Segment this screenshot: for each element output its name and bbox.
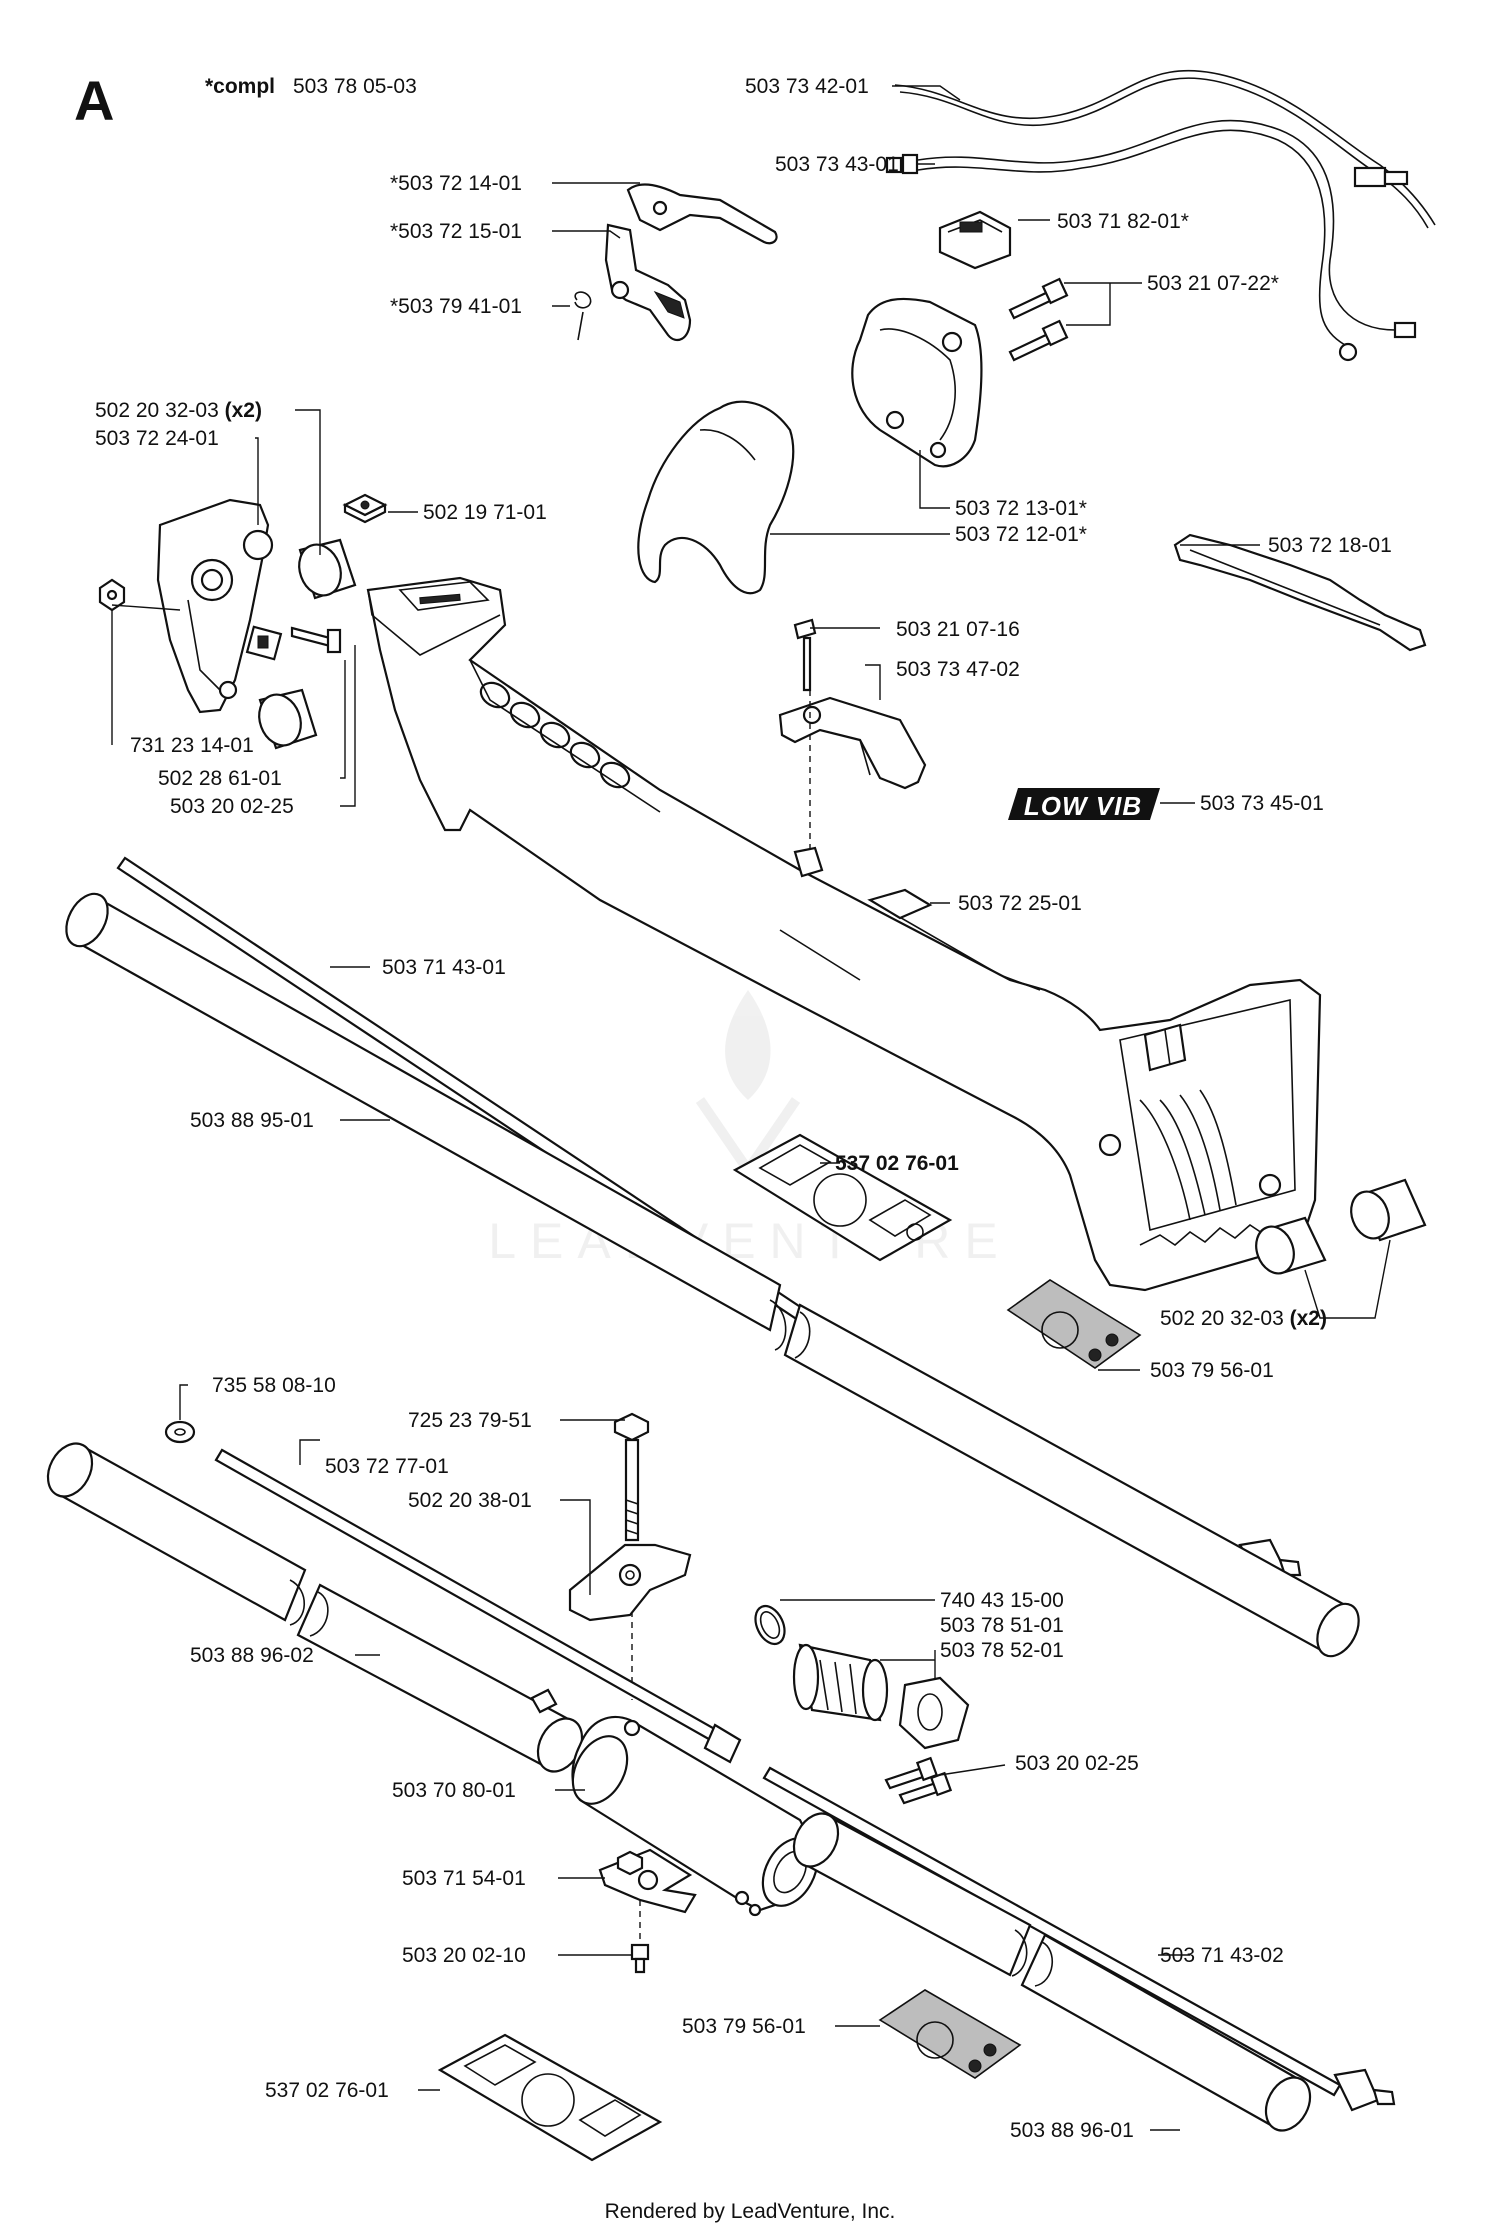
coupling <box>571 1715 822 1917</box>
label-537027601a: 537 02 76-01 <box>835 1152 959 1175</box>
label-503785201: 503 78 52-01 <box>940 1639 1064 1662</box>
label-503714302: 503 71 43-02 <box>1160 1944 1284 1967</box>
footer-credit: Rendered by LeadVenture, Inc. <box>605 2200 896 2223</box>
label-502203203b: 502 20 32-03 (x2) <box>1160 1307 1327 1330</box>
lower-drive-shaft-right <box>762 1766 1396 2112</box>
label-503721301: 503 72 13-01* <box>955 497 1087 520</box>
bottom-screw <box>630 1943 650 1974</box>
lower-drive-shaft <box>214 1448 742 1764</box>
knob <box>568 1543 692 1622</box>
label-502203203a-number: 502 20 32-03 <box>95 399 219 422</box>
label-725237951: 725 23 79-51 <box>408 1409 532 1432</box>
lower-tube-right <box>792 1812 1312 2132</box>
handle-right-half <box>851 297 983 468</box>
label-503722401: 503 72 24-01 <box>95 427 219 450</box>
warning-decal-upper <box>1006 1279 1142 1369</box>
label-503889602: 503 88 96-02 <box>190 1644 314 1667</box>
label-503714301: 503 71 43-01 <box>382 956 506 979</box>
lower-tube-left <box>46 1442 584 1773</box>
bolt <box>613 1412 650 1542</box>
cable-guide <box>867 888 933 920</box>
label-503715401: 503 71 54-01 <box>402 1867 526 1890</box>
torsion-spring <box>574 291 592 341</box>
label-502197101: 502 19 71-01 <box>423 501 547 524</box>
label-503734301: 503 73 43-01 <box>775 153 899 176</box>
label-502286101: 502 28 61-01 <box>158 767 282 790</box>
label-503727701: 503 72 77-01 <box>325 1455 449 1478</box>
handle-left-half <box>637 400 795 595</box>
label-502203203b-number: 502 20 32-03 <box>1160 1307 1284 1330</box>
label-502203801: 502 20 38-01 <box>408 1489 532 1512</box>
label-503889601: 503 88 96-01 <box>1010 2119 1134 2142</box>
switch <box>938 210 1012 270</box>
label-503200225a: 503 20 02-25 <box>170 795 294 818</box>
label-503721501: *503 72 15-01 <box>390 220 522 243</box>
label-502203203a: 502 20 32-03 (x2) <box>95 399 262 422</box>
label-503795601a: 503 79 56-01 <box>1150 1359 1274 1382</box>
compl-number: 503 78 05-03 <box>293 75 417 98</box>
clamp-screw <box>245 625 342 661</box>
handle-bracket <box>156 498 274 714</box>
tube-screws <box>884 1756 953 1805</box>
clamp-plate <box>598 1848 697 1914</box>
label-503718201: 503 71 82-01* <box>1057 210 1189 233</box>
label-503889501: 503 88 95-01 <box>190 1109 314 1132</box>
decal-lower <box>437 2033 663 2162</box>
label-503200210: 503 20 02-10 <box>402 1944 526 1967</box>
handle-screws <box>1008 277 1069 362</box>
label-503721801: 503 72 18-01 <box>1268 534 1392 557</box>
part-labels: 503 73 42-01 503 73 43-01 503 71 82-01* … <box>95 75 1392 2142</box>
label-503722501: 503 72 25-01 <box>958 892 1082 915</box>
throttle-rod <box>1173 533 1427 652</box>
label-503794101: *503 79 41-01 <box>390 295 522 318</box>
square-nut <box>342 493 388 524</box>
upper-shaft-tube <box>65 892 1360 1658</box>
label-731231401: 731 23 14-01 <box>130 734 254 757</box>
cable-clamp <box>778 618 927 790</box>
low-vib-logo: LOW VIB <box>1008 788 1160 821</box>
label-503721401: *503 72 14-01 <box>390 172 522 195</box>
sleeve <box>898 1676 970 1750</box>
section-letter: A <box>74 69 114 132</box>
rubber-plugs-top <box>258 538 357 750</box>
label-503734702: 503 73 47-02 <box>896 658 1020 681</box>
warning-decal-lower <box>878 1989 1022 2079</box>
label-503795601b: 503 79 56-01 <box>682 2015 806 2038</box>
label-502203203b-qty: (x2) <box>1290 1307 1327 1330</box>
compl-prefix: *compl <box>205 75 275 98</box>
o-ring <box>754 1604 786 1646</box>
leader-lines <box>111 85 1391 2131</box>
label-503210716: 503 21 07-16 <box>896 618 1020 641</box>
label-503721201: 503 72 12-01* <box>955 523 1087 546</box>
label-735580810: 735 58 08-10 <box>212 1374 336 1397</box>
washer <box>164 1420 196 1444</box>
throttle-trigger <box>604 223 692 342</box>
rubber-plugs-bottom <box>1255 1178 1427 1275</box>
label-537027601b: 537 02 76-01 <box>265 2079 389 2102</box>
label-740431500: 740 43 15-00 <box>940 1589 1064 1612</box>
wire-harness <box>885 69 1436 362</box>
label-503734501: 503 73 45-01 <box>1200 792 1324 815</box>
low-vib-logo-text: LOW VIB <box>1024 791 1142 821</box>
cable-nut <box>793 846 824 878</box>
label-503708001: 503 70 80-01 <box>392 1779 516 1802</box>
label-502203203a-qty: (x2) <box>225 399 262 422</box>
shaft-housing <box>366 576 1322 1292</box>
decal-upper <box>732 1133 953 1262</box>
throttle-lever <box>626 183 778 245</box>
bearing <box>792 1643 889 1722</box>
label-502210722: 503 21 07-22* <box>1147 272 1279 295</box>
label-503200225b: 503 20 02-25 <box>1015 1752 1139 1775</box>
label-503734201: 503 73 42-01 <box>745 75 869 98</box>
label-503785101: 503 78 51-01 <box>940 1614 1064 1637</box>
